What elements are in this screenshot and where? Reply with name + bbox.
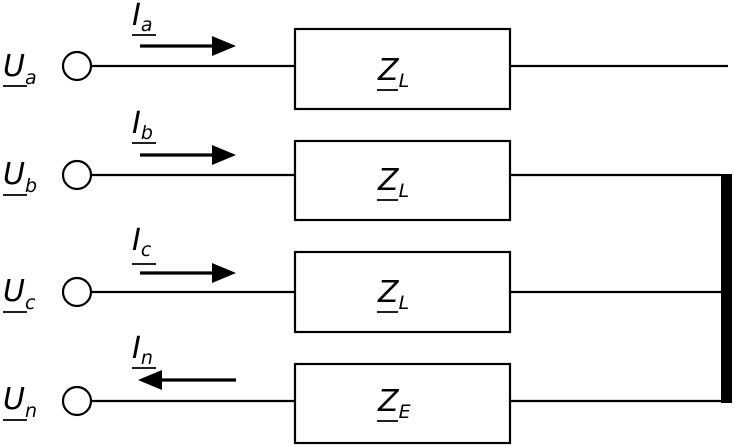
arrow-head-right-c: [212, 263, 236, 283]
terminal-n: [61, 385, 93, 417]
row-a: Ua ZL Ia: [3, 0, 728, 111]
impedance-subscript: L: [399, 180, 410, 202]
voltage-label-n: Un: [3, 382, 37, 422]
impedance-symbol: Z: [377, 275, 400, 310]
current-symbol: I: [132, 223, 141, 258]
current-subscript: a: [141, 14, 153, 36]
row-n: Un ZE In: [3, 331, 721, 445]
voltage-symbol: U: [3, 49, 25, 84]
voltage-subscript: c: [25, 292, 36, 314]
common-bus-bar: [721, 174, 732, 403]
voltage-label-a: Ua: [3, 49, 37, 89]
impedance-box-b: [293, 139, 512, 222]
voltage-symbol: U: [3, 382, 25, 417]
voltage-symbol: U: [3, 274, 25, 309]
current-label-c: Ic: [132, 223, 152, 261]
current-label-a: Ia: [132, 0, 153, 36]
current-subscript: n: [141, 347, 153, 369]
impedance-subscript: L: [399, 292, 410, 314]
voltage-symbol: U: [3, 157, 25, 192]
impedance-symbol: Z: [377, 53, 400, 88]
terminal-b: [61, 159, 93, 191]
impedance-symbol: Z: [377, 163, 400, 198]
voltage-subscript: b: [25, 175, 37, 197]
impedance-subscript: L: [399, 70, 410, 92]
impedance-box-a: [293, 27, 512, 111]
impedance-box-c: [293, 250, 512, 334]
impedance-symbol: Z: [377, 384, 400, 419]
voltage-label-b: Ub: [3, 157, 37, 197]
impedance-label-c: ZL: [377, 275, 409, 314]
arrow-head-left-n: [138, 370, 162, 390]
current-symbol: I: [132, 0, 141, 33]
current-subscript: b: [141, 122, 153, 144]
terminal-a: [61, 50, 93, 82]
row-c: Uc ZL Ic: [3, 223, 721, 334]
impedance-label-n: ZE: [377, 384, 411, 423]
current-label-b: Ib: [132, 106, 153, 144]
voltage-subscript: n: [25, 400, 37, 422]
current-symbol: I: [132, 331, 141, 366]
impedance-label-b: ZL: [377, 163, 409, 202]
current-symbol: I: [132, 106, 141, 141]
impedance-label-a: ZL: [377, 53, 409, 92]
current-subscript: c: [141, 239, 152, 261]
impedance-subscript: E: [399, 401, 411, 423]
voltage-label-c: Uc: [3, 274, 36, 314]
impedance-box-n: [293, 362, 512, 445]
arrow-head-right-b: [212, 145, 236, 165]
arrow-head-right-a: [212, 36, 236, 56]
row-b: Ub ZL Ib: [3, 106, 721, 222]
current-label-n: In: [132, 331, 153, 369]
terminal-c: [61, 276, 93, 308]
voltage-subscript: a: [25, 67, 37, 89]
